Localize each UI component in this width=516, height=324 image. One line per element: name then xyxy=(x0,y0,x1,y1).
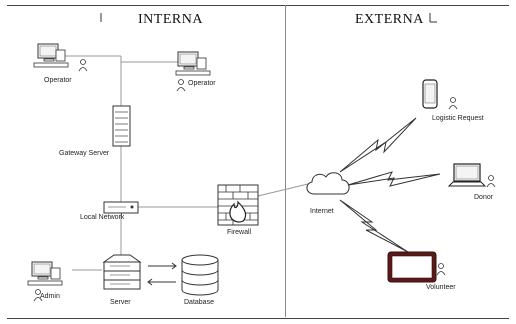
desktop-computer-icon xyxy=(175,51,211,76)
database-label: Database xyxy=(184,299,214,306)
diagram-frame xyxy=(7,5,509,319)
donor-label: Donor xyxy=(474,194,494,201)
operator-label: Operator xyxy=(44,77,72,84)
operator-label: Operator xyxy=(188,80,216,87)
zone-mark xyxy=(429,13,437,23)
firewall-label: Firewall xyxy=(227,229,252,236)
volunteer-label: Volunteer xyxy=(426,284,456,291)
zone-divider xyxy=(285,5,286,317)
connection-line xyxy=(257,182,313,197)
server-label: Server xyxy=(110,299,131,306)
desktop-computer-icon xyxy=(27,261,63,286)
desktop-computer-icon xyxy=(33,43,69,68)
tablet-icon xyxy=(387,251,437,283)
external-zone-title: EXTERNA xyxy=(355,12,424,27)
network-switch-icon xyxy=(103,201,139,214)
server-rack-icon xyxy=(112,105,131,147)
internal-zone-title: INTERNA xyxy=(138,12,203,27)
lightning-link-icon xyxy=(339,117,417,173)
laptop-icon xyxy=(447,163,487,187)
admin-label: Admin xyxy=(40,293,60,300)
user-icon xyxy=(33,289,43,302)
user-icon xyxy=(436,263,446,276)
logistic-request-label: Logistic Request xyxy=(432,115,484,122)
firewall-icon xyxy=(217,184,259,226)
data-flow-arrows xyxy=(147,262,177,286)
lightning-link-icon xyxy=(339,199,409,253)
lightning-link-icon xyxy=(347,171,441,187)
user-icon xyxy=(448,97,458,110)
smartphone-icon xyxy=(422,79,438,109)
connections xyxy=(58,55,313,271)
user-icon xyxy=(78,59,88,72)
internet-label: Internet xyxy=(310,208,334,215)
user-icon xyxy=(486,175,496,188)
cloud-icon xyxy=(306,172,350,195)
user-icon xyxy=(176,79,186,92)
database-icon xyxy=(181,254,219,296)
gateway-server-label: Gateway Server xyxy=(59,150,110,157)
local-network-label: Local Network xyxy=(80,214,125,221)
server-rack-icon xyxy=(102,254,142,290)
